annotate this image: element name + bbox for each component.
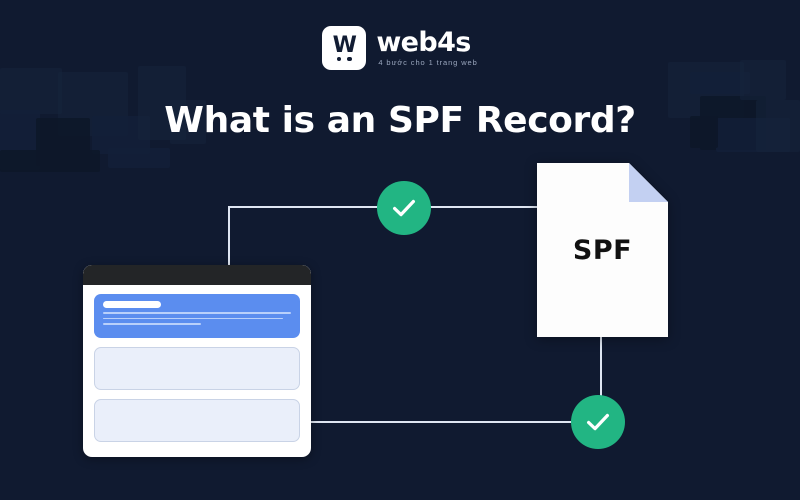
document-label: SPF [572, 235, 633, 266]
browser-content [83, 285, 311, 451]
brand-tagline: 4 bước cho 1 trang web [378, 58, 478, 68]
brand-logo: W web4s 4 bước cho 1 trang web [0, 26, 800, 70]
connector-browser-to-check-bottom [311, 421, 573, 423]
brand-name: web4s [376, 27, 471, 59]
card-text-line [103, 312, 291, 314]
card-text-line [103, 317, 284, 320]
browser-window-mock [83, 265, 311, 457]
card-text-line [103, 323, 201, 325]
page-title: What is an SPF Record? [164, 100, 636, 141]
connector-browser-vertical [228, 206, 230, 274]
browser-card-empty [94, 399, 300, 442]
spf-document-icon: SPF [537, 163, 668, 337]
browser-card-highlighted [94, 294, 300, 338]
connector-browser-to-check-top [228, 206, 388, 208]
browser-card-empty [94, 347, 300, 390]
card-title-placeholder [103, 301, 161, 308]
logo-dots-icon [322, 56, 366, 61]
connector-document-to-check-bottom [600, 337, 602, 399]
check-circle-icon-top [377, 181, 431, 235]
web4s-w-logo-icon: W [322, 26, 367, 70]
connector-check-top-to-document [420, 206, 542, 208]
browser-title-bar [83, 265, 311, 285]
logo-glyph: W [332, 32, 357, 58]
check-circle-icon-bottom [571, 395, 625, 449]
